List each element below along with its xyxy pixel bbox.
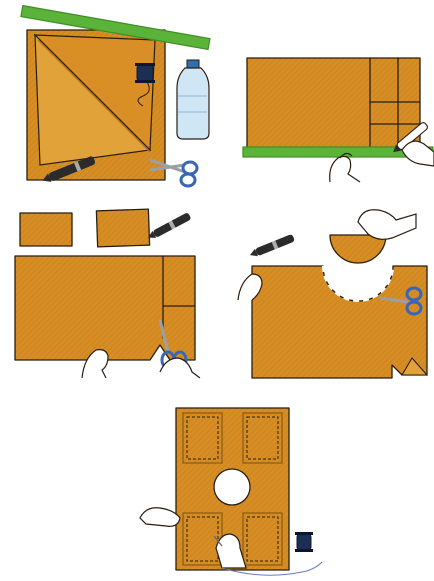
panel-step-4	[238, 210, 427, 378]
hand-icon	[160, 358, 200, 378]
bottle-icon	[177, 60, 209, 139]
panel-step-2	[243, 58, 434, 182]
fabric-piece	[96, 209, 149, 247]
fabric-sheet	[247, 58, 420, 150]
pen-icon	[248, 234, 295, 259]
panel-step-1	[21, 6, 210, 186]
thread-spool-icon	[295, 532, 313, 552]
fabric-sheet	[252, 266, 427, 378]
fabric-sheet	[27, 30, 165, 180]
hand-icon	[402, 141, 434, 166]
pen-icon	[146, 212, 191, 241]
hand-icon	[140, 508, 180, 527]
panel-step-5	[140, 408, 322, 575]
hand-icon	[330, 153, 360, 182]
fabric-sheet	[15, 256, 195, 360]
fabric-piece	[20, 213, 72, 246]
panel-step-3	[15, 209, 200, 378]
